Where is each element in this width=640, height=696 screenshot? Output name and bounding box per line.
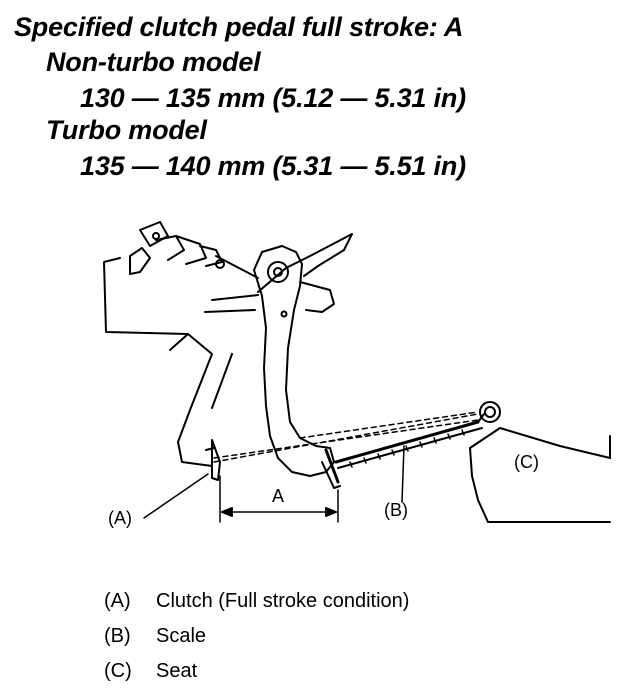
- legend-text: Seat: [156, 660, 198, 682]
- legend-text: Scale: [156, 625, 207, 647]
- legend-key: (A): [104, 590, 131, 612]
- seat: [469, 427, 611, 523]
- legend-text: Clutch (Full stroke condition): [156, 590, 410, 612]
- dimension-a: [219, 475, 339, 523]
- dimension-label: A: [272, 486, 284, 506]
- legend-key: (C): [104, 660, 132, 682]
- clutch-pedal-arm: [253, 245, 341, 489]
- label-b: (B): [384, 500, 408, 520]
- legend-key: (B): [104, 625, 131, 647]
- label-c: (C): [514, 452, 539, 472]
- pedal-bracket: [103, 233, 353, 467]
- spec-title: Specified clutch pedal full stroke: A: [14, 12, 464, 42]
- master-cylinder: [129, 221, 259, 279]
- reference-lines: [213, 411, 479, 463]
- label-a: (A): [108, 508, 132, 528]
- scale: [334, 401, 501, 469]
- turbo-label: Turbo model: [46, 115, 207, 145]
- non-turbo-label: Non-turbo model: [46, 47, 261, 77]
- leader-lines: [143, 445, 405, 519]
- clutch-full-stroke: [205, 439, 221, 481]
- non-turbo-value: 130 — 135 mm (5.12 — 5.31 in): [80, 83, 466, 113]
- turbo-value: 135 — 140 mm (5.31 — 5.51 in): [80, 151, 466, 181]
- clutch-pedal-diagram: (A) (B) (C) A: [103, 221, 611, 528]
